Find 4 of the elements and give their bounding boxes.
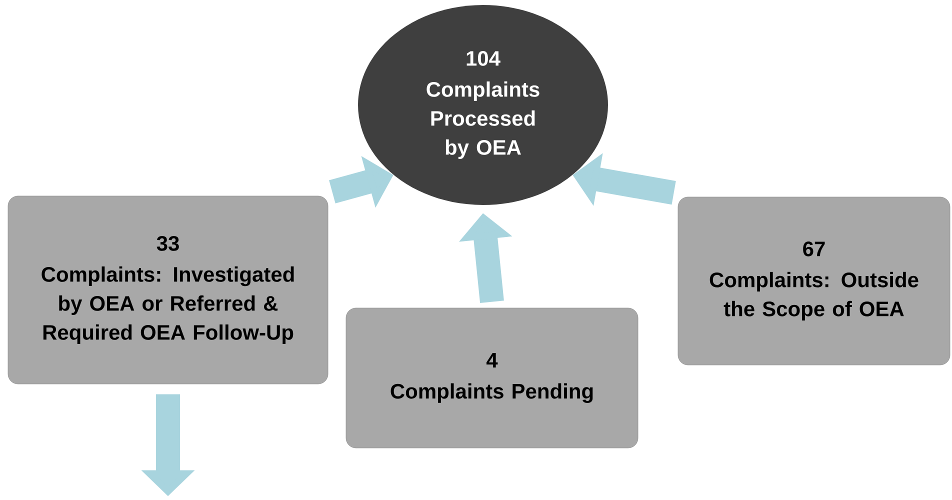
process-box: 4 Complaints Pending [346,308,638,448]
process-box: 33 Complaints: Investigated by OEA or Referred & Required OEA Follow-Up [8,196,328,384]
ellipse-node: 104 Complaints Processed by OEA [358,5,608,205]
process-box: 67 Complaints: Outside the Scope of OEA [678,196,950,366]
